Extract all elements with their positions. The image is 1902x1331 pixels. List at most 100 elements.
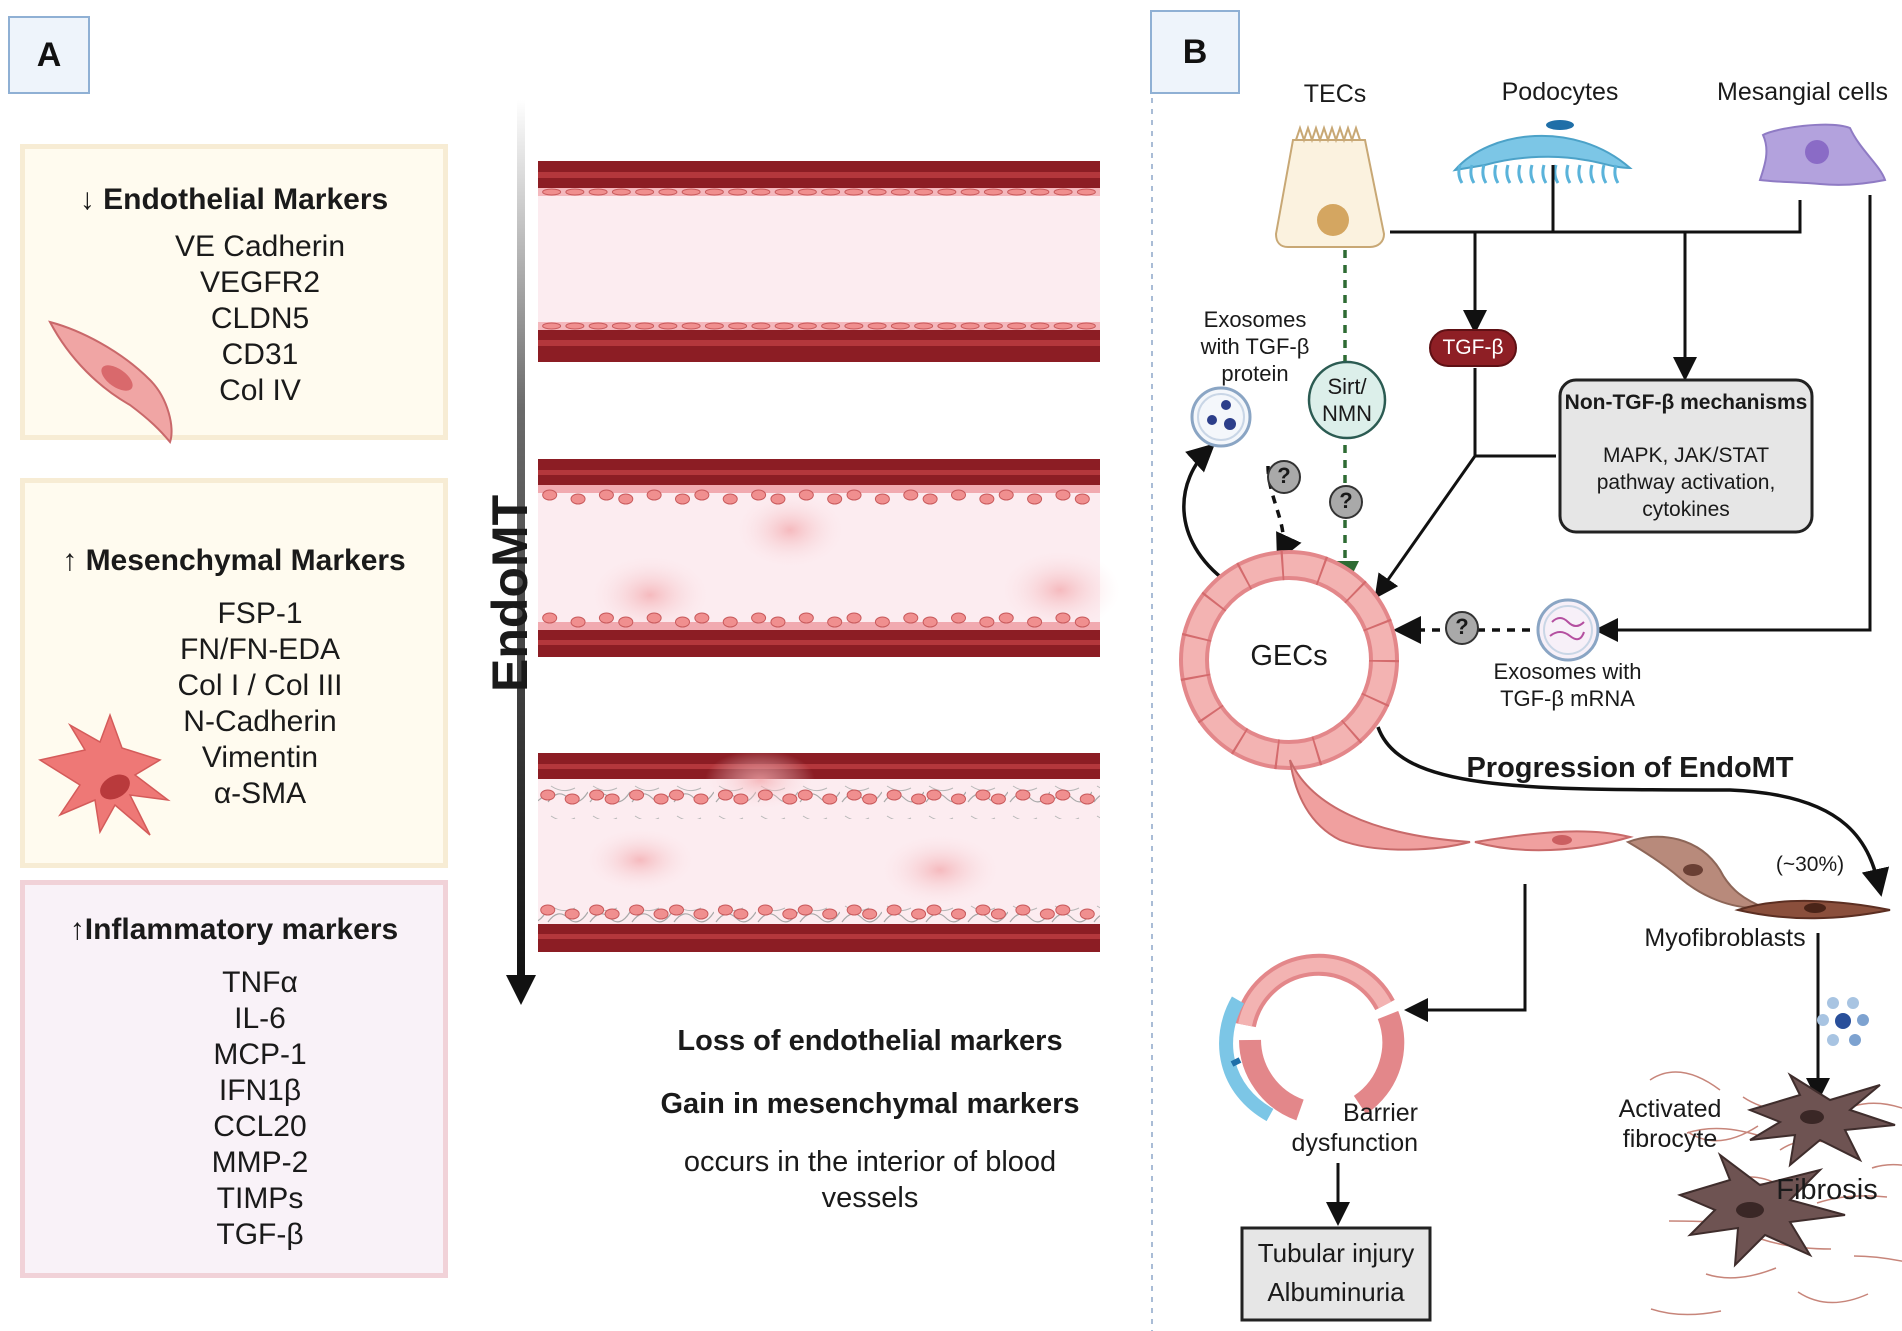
endothelial-markers-list: VE Cadherin VEGFR2 CLDN5 CD31 Col IV bbox=[125, 229, 395, 409]
gec-ring-icon bbox=[1179, 550, 1399, 770]
podocyte-foot bbox=[1553, 164, 1560, 184]
tecs-label: TECs bbox=[1303, 80, 1367, 108]
endomt-arrowhead-icon bbox=[506, 975, 536, 1005]
endothelial-cell bbox=[827, 616, 843, 628]
cytokine-dots-icon bbox=[1817, 997, 1869, 1046]
vessel-cell-rows bbox=[540, 188, 1096, 920]
endothelial-cell bbox=[844, 188, 864, 196]
endothelial-cell bbox=[1053, 322, 1073, 330]
podocyte-foot bbox=[1517, 164, 1524, 184]
endothelial-cell bbox=[751, 188, 771, 196]
mesangial-label: Mesangial cells bbox=[1717, 78, 1888, 106]
endothelial-cell bbox=[1015, 789, 1031, 801]
endothelial-cell bbox=[798, 489, 814, 501]
list-item: FN/FN-EDA bbox=[180, 633, 340, 666]
endothelial-cell bbox=[694, 489, 710, 501]
inflammatory-markers-title: ↑Inflammatory markers bbox=[69, 913, 399, 946]
endothelial-cell bbox=[675, 493, 690, 505]
endothelial-cell bbox=[588, 322, 608, 330]
endothelial-cell bbox=[937, 322, 957, 330]
endothelial-cell bbox=[604, 793, 620, 805]
endothelial-cell bbox=[844, 322, 864, 330]
fibrosis-icon bbox=[1649, 1071, 1902, 1316]
caption-loss: Loss of endothelial markers bbox=[677, 1025, 1063, 1057]
endothelial-cell bbox=[629, 789, 645, 801]
endothelial-cell bbox=[635, 322, 655, 330]
endothelial-cell bbox=[540, 904, 556, 916]
list-item: MMP-2 bbox=[211, 1146, 309, 1179]
endothelial-cell bbox=[886, 789, 902, 801]
question-circle-1 bbox=[1267, 460, 1301, 494]
endothelial-cell bbox=[757, 904, 773, 916]
question-mark-2: ? bbox=[1339, 488, 1353, 513]
endothelial-cell bbox=[635, 188, 655, 196]
endothelial-cell bbox=[1079, 908, 1095, 920]
endothelial-cell bbox=[681, 188, 701, 196]
endothelial-cell bbox=[629, 904, 645, 916]
endothelial-cell bbox=[937, 188, 957, 196]
list-item: IFN1β bbox=[218, 1074, 302, 1107]
endothelial-cell bbox=[770, 493, 786, 505]
endothelial-cell bbox=[903, 489, 919, 501]
non-tgf-body: MAPK, JAK/STAT pathway activation, cytok… bbox=[1596, 444, 1776, 521]
endothelial-cell bbox=[890, 322, 910, 330]
endothelial-cell bbox=[890, 188, 910, 196]
fibrosis-fiber bbox=[1816, 1195, 1888, 1204]
mesenchymal-markers-list: FSP-1 FN/FN-EDA Col I / Col III N-Cadher… bbox=[125, 596, 395, 812]
endothelial-markers-title: ↓ Endothelial Markers bbox=[79, 183, 389, 216]
sirt-nmn-circle bbox=[1307, 360, 1387, 440]
activated-fibrocyte-label: Activated fibrocyte bbox=[1618, 1095, 1722, 1153]
list-item: Col IV bbox=[219, 374, 301, 407]
endothelial-cell bbox=[693, 793, 709, 805]
non-tgf-box bbox=[1558, 378, 1814, 534]
endothelial-cell bbox=[1055, 904, 1071, 916]
endothelial-cell bbox=[728, 322, 748, 330]
transitioning-cells bbox=[1289, 759, 1891, 920]
endothelial-cell bbox=[983, 322, 1003, 330]
endothelial-markers-box: ↓ Endothelial Markers VE Cadherin VEGFR2… bbox=[20, 144, 448, 440]
sirt-nmn-label: Sirt/ NMN bbox=[1321, 374, 1373, 426]
endothelial-cell bbox=[704, 188, 724, 196]
list-item: VEGFR2 bbox=[199, 266, 321, 299]
endothelial-cell bbox=[911, 793, 927, 805]
endothelial-cell bbox=[979, 616, 995, 628]
exosome-protein-vesicle-icon bbox=[1190, 386, 1252, 448]
mesenchymal-markers-box: ↑ Mesenchymal Markers FSP-1 FN/FN-EDA Co… bbox=[20, 478, 448, 868]
endothelial-cell bbox=[694, 612, 710, 624]
list-item: VE Cadherin bbox=[174, 230, 346, 263]
podocyte-foot bbox=[1457, 164, 1464, 184]
endothelial-cell bbox=[611, 322, 631, 330]
endothelial-cell bbox=[618, 493, 634, 505]
endothelial-cell bbox=[1007, 188, 1027, 196]
podocyte-foot bbox=[1481, 164, 1488, 184]
endothelial-cell bbox=[951, 489, 966, 501]
endothelial-cell bbox=[979, 493, 995, 505]
endothelial-cell bbox=[874, 493, 890, 505]
progression-label: Progression of EndoMT bbox=[1466, 752, 1794, 784]
endothelial-cell bbox=[774, 188, 794, 196]
endomt-arrow-shaft bbox=[517, 100, 525, 980]
endothelial-cell bbox=[570, 616, 586, 628]
endothelial-cell bbox=[862, 793, 878, 805]
endothelial-cell bbox=[598, 612, 614, 624]
endothelial-cell bbox=[1055, 789, 1071, 801]
endothelial-cell bbox=[960, 322, 980, 330]
endothelial-cell bbox=[903, 612, 919, 624]
endothelial-cell bbox=[733, 793, 749, 805]
endothelial-cell bbox=[704, 322, 724, 330]
inflammatory-markers-box: ↑Inflammatory markers TNFα IL-6 MCP-1 IF… bbox=[20, 880, 448, 1278]
endothelial-cell bbox=[717, 789, 733, 801]
endothelial-cell bbox=[611, 188, 631, 196]
endothelial-cell bbox=[675, 616, 690, 628]
endothelial-cell bbox=[598, 489, 614, 501]
tec-cell-icon bbox=[1274, 124, 1386, 248]
podocyte-icon bbox=[1452, 120, 1633, 184]
list-item: α-SMA bbox=[213, 777, 307, 810]
list-item: Col I / Col III bbox=[177, 669, 343, 702]
endothelial-cell bbox=[975, 789, 991, 801]
mesangial-cell-icon bbox=[1758, 123, 1887, 186]
endothelial-cell bbox=[1027, 616, 1043, 628]
list-item: TIMPs bbox=[216, 1182, 304, 1215]
endothelial-cell bbox=[822, 908, 838, 920]
